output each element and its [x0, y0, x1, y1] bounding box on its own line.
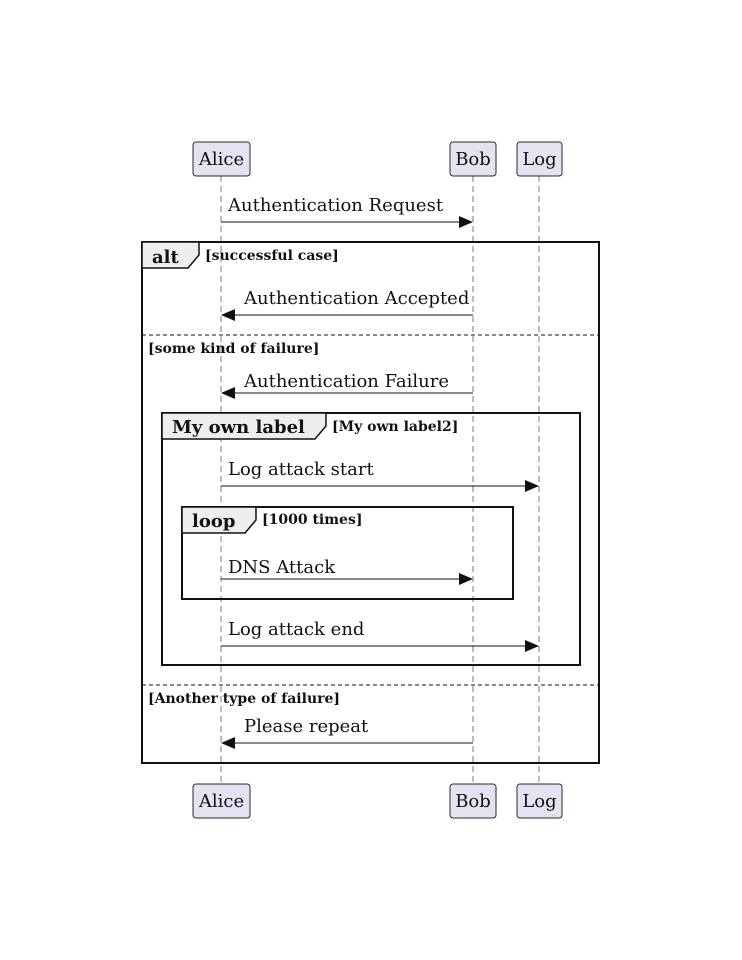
message-label: Authentication Failure [243, 371, 449, 392]
message-label: Log attack start [228, 459, 374, 480]
alt-frame-guard: [successful case] [205, 248, 339, 264]
message-please-repeat: Please repeat [221, 716, 473, 749]
loop-frame-guard: [1000 times] [262, 512, 362, 528]
arrowhead [459, 573, 473, 585]
participant-log-top: Log [516, 141, 563, 177]
alt-frame-keyword: alt [152, 247, 180, 268]
message-log-attack-end: Log attack end [221, 619, 539, 652]
participant-bob-top-label: Bob [455, 149, 491, 170]
message-label: DNS Attack [228, 557, 336, 578]
message-dns-attack: DNS Attack [221, 557, 473, 585]
participant-bob-bottom-label: Bob [455, 791, 491, 812]
message-authentication-request: Authentication Request [221, 195, 473, 228]
arrowhead [221, 309, 235, 321]
participant-bob-bottom: Bob [449, 783, 497, 819]
participant-log-top-label: Log [522, 149, 556, 170]
group-frame-keyword: My own label [172, 417, 305, 438]
arrowhead [459, 216, 473, 228]
loop-frame: loop [1000 times] [181, 506, 514, 600]
alt-frame: alt [successful case] [141, 241, 600, 764]
arrowhead [221, 737, 235, 749]
participant-alice-top: Alice [192, 141, 251, 177]
message-label: Log attack end [228, 619, 364, 640]
message-label: Authentication Accepted [243, 288, 469, 309]
participant-bob-top: Bob [449, 141, 497, 177]
loop-frame-keyword: loop [192, 511, 235, 532]
message-authentication-accepted: Authentication Accepted [221, 288, 473, 321]
participant-log-bottom-label: Log [522, 791, 556, 812]
message-authentication-failure: Authentication Failure [221, 371, 473, 399]
alt-else-separator-2: [Another type of failure] [142, 684, 599, 707]
message-label: Authentication Request [227, 195, 444, 216]
group-frame-guard: [My own label2] [332, 419, 458, 435]
participant-alice-bottom: Alice [192, 783, 251, 819]
message-log-attack-start: Log attack start [221, 459, 539, 492]
participant-log-bottom: Log [516, 783, 563, 819]
alt-else-guard-1: [some kind of failure] [148, 341, 319, 357]
message-label: Please repeat [244, 716, 369, 737]
participant-alice-top-label: Alice [198, 149, 244, 170]
alt-else-guard-2: [Another type of failure] [148, 691, 340, 707]
alt-else-separator-1: [some kind of failure] [142, 334, 599, 357]
participant-alice-bottom-label: Alice [198, 791, 244, 812]
arrowhead [525, 640, 539, 652]
arrowhead [221, 387, 235, 399]
group-frame: My own label [My own label2] [161, 412, 581, 666]
arrowhead [525, 480, 539, 492]
